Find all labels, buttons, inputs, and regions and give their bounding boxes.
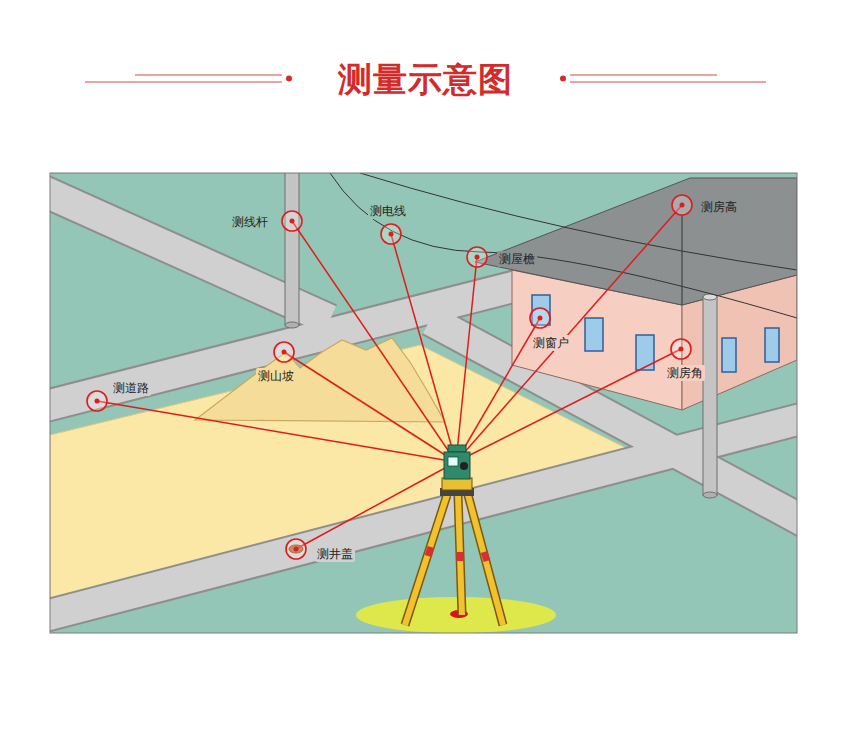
house — [765, 328, 779, 362]
target-ring — [282, 211, 302, 231]
measure-ray — [456, 349, 681, 462]
target-ring — [95, 399, 100, 404]
target-label: 测房高 — [699, 199, 739, 215]
station-spot — [356, 597, 556, 633]
power-line — [682, 215, 683, 305]
target-ring — [475, 255, 480, 260]
target-label: 测井盖 — [315, 546, 355, 562]
title-decoration — [85, 81, 282, 82]
target-label: 测电线 — [368, 203, 408, 219]
tripod — [428, 547, 431, 556]
power-line — [330, 173, 797, 318]
target-ring — [671, 339, 691, 359]
target-ring — [389, 232, 394, 237]
target-ring — [672, 195, 692, 215]
target-ring — [282, 350, 287, 355]
house — [475, 178, 797, 410]
target-label: 测屋檐 — [497, 251, 537, 267]
total-station — [448, 457, 458, 466]
target-ring — [672, 195, 692, 215]
target-ring — [294, 547, 299, 552]
total-station — [444, 452, 470, 479]
diagram-title: 测量示意图 — [338, 58, 513, 100]
title-decoration — [570, 74, 717, 75]
road — [50, 414, 797, 620]
target-ring — [680, 203, 685, 208]
road — [50, 414, 797, 620]
title-decoration — [570, 81, 766, 82]
tripod — [458, 495, 462, 615]
target-ring — [282, 211, 302, 231]
target-ring — [679, 347, 684, 352]
target-ring — [87, 391, 107, 411]
target-ring — [87, 391, 107, 411]
target-ring — [274, 342, 294, 362]
target-ring — [530, 308, 550, 328]
target-ring — [290, 219, 295, 224]
tripod — [405, 495, 447, 625]
power-line — [330, 173, 797, 318]
utility-pole — [703, 492, 717, 498]
measure-ray — [97, 205, 682, 549]
target-ring — [274, 342, 294, 362]
target-ring — [467, 247, 487, 267]
house — [722, 338, 736, 372]
target-ring — [286, 539, 306, 559]
house — [585, 318, 603, 351]
measure-ray — [456, 205, 682, 462]
total-station — [460, 462, 468, 470]
target-ring — [671, 339, 691, 359]
tripod — [468, 495, 503, 625]
measure-ray — [292, 221, 456, 462]
title-decoration — [560, 76, 566, 82]
total-station — [442, 445, 472, 490]
utility-pole — [285, 173, 717, 498]
tripod — [468, 495, 503, 625]
target-label: 测道路 — [111, 380, 151, 396]
measure-ray — [97, 401, 456, 462]
target-label: 测线杆 — [230, 214, 270, 230]
title-decoration — [135, 74, 282, 75]
target-ring — [381, 224, 401, 244]
target-label: 测窗户 — [531, 335, 571, 351]
tripod — [484, 552, 487, 561]
measure-ray — [284, 352, 456, 462]
tripod — [405, 495, 447, 625]
measure-ray — [391, 234, 456, 462]
tripod — [405, 488, 503, 625]
hill — [195, 338, 445, 422]
tripod — [458, 495, 462, 615]
scene-ground — [50, 173, 797, 633]
total-station — [442, 478, 472, 490]
total-station — [448, 445, 466, 452]
tripod — [457, 552, 464, 561]
target-ring — [381, 224, 401, 244]
target-ring — [467, 247, 487, 267]
power-line — [360, 173, 797, 270]
utility-pole — [285, 322, 299, 328]
target-label: 测房角 — [665, 365, 705, 381]
target-ring — [286, 539, 306, 559]
target-ring — [530, 308, 550, 328]
utility-pole — [285, 173, 299, 325]
house — [475, 178, 797, 305]
target-ring — [87, 195, 692, 559]
target-label: 测山坡 — [256, 368, 296, 384]
target-ring — [538, 316, 543, 321]
utility-pole — [703, 297, 717, 495]
frame-border — [50, 173, 797, 633]
title-decoration — [286, 76, 292, 82]
